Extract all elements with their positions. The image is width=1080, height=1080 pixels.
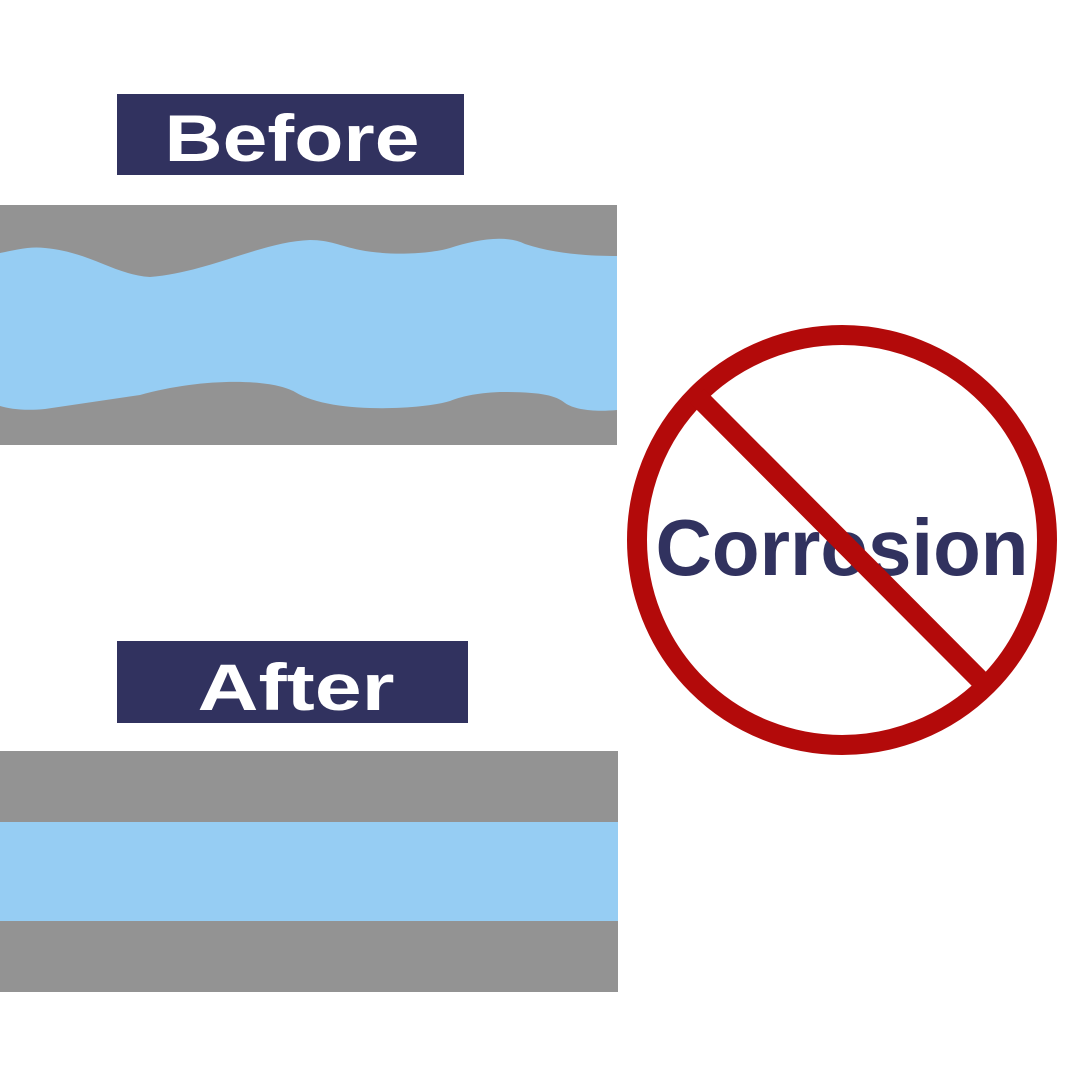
no-symbol-icon: Corrosion — [627, 325, 1057, 755]
after-section: After — [0, 641, 618, 992]
prohibition-circle — [627, 325, 1057, 755]
before-section: Before — [0, 94, 617, 445]
corroded-flow-channel — [0, 238, 617, 411]
prohibition-slash — [689, 388, 991, 691]
before-label-box — [117, 94, 464, 175]
before-label: Before — [165, 101, 420, 175]
after-label-box — [117, 641, 468, 723]
after-label: After — [198, 650, 395, 724]
clean-flow-channel — [0, 822, 618, 921]
